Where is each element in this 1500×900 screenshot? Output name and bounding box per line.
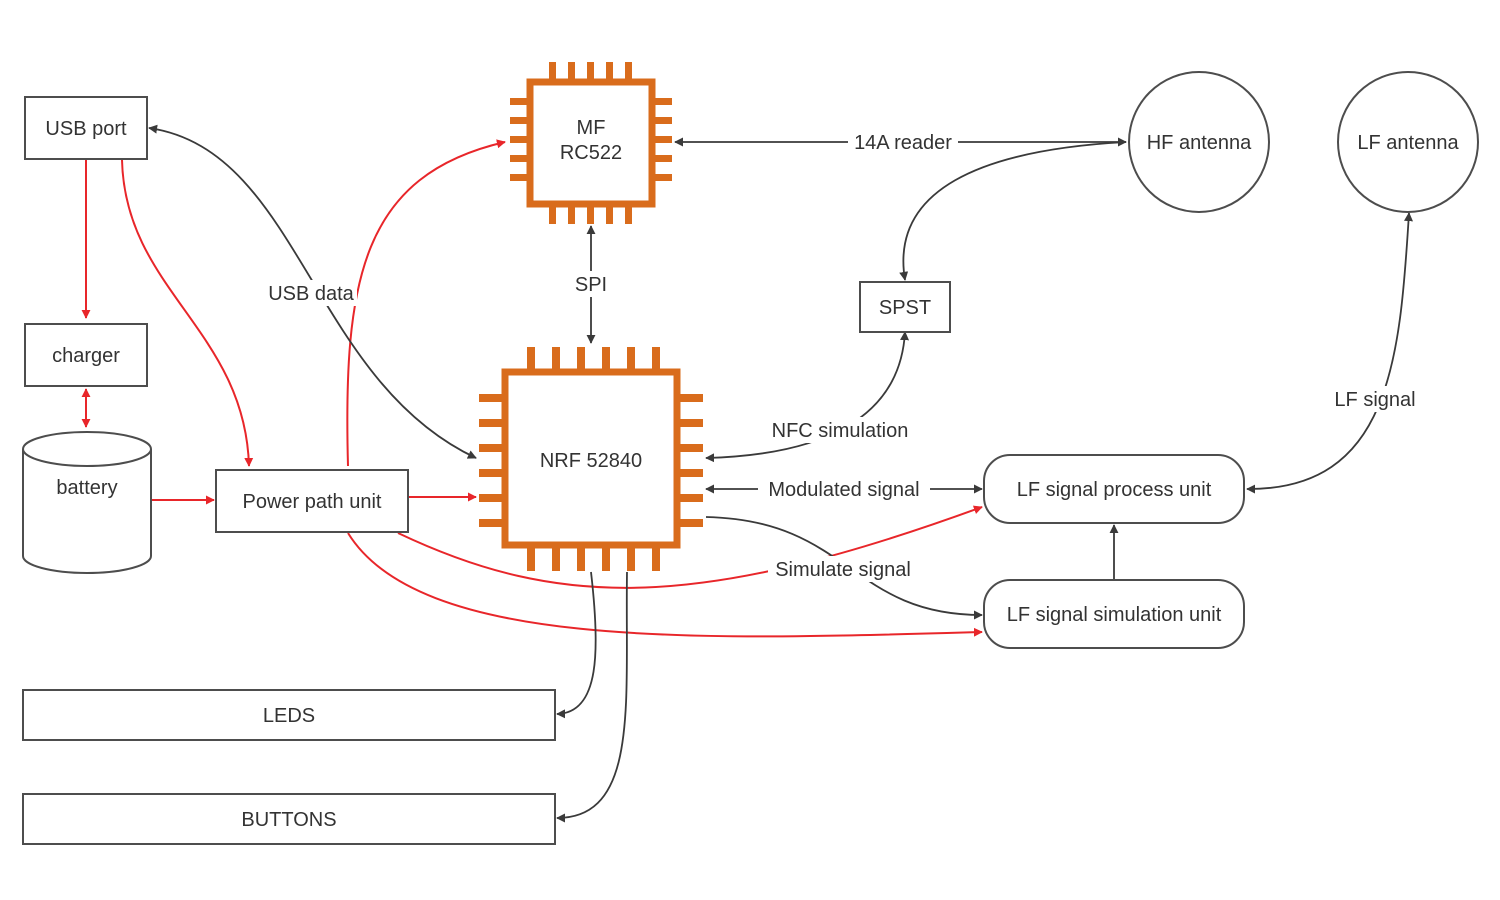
buttons-label: BUTTONS — [241, 809, 336, 831]
spst-label: SPST — [879, 297, 931, 319]
lf-antenna-label: LF antenna — [1357, 132, 1459, 154]
lf-signal-simulation-unit-node: LF signal simulation unit — [983, 579, 1245, 649]
usb-port-node: USB port — [24, 96, 148, 160]
mf-rc522-pins — [510, 62, 672, 224]
buttons-node: BUTTONS — [22, 793, 556, 845]
mf-rc522-chip: MF RC522 — [510, 62, 672, 224]
lf-signal-simulation-unit-label: LF signal simulation unit — [1007, 604, 1222, 626]
battery-node: battery — [22, 431, 152, 574]
hf-antenna-node: HF antenna — [1128, 71, 1270, 213]
nrf-52840-pins — [479, 347, 703, 571]
edge-power-path-to-lf-process — [397, 505, 983, 589]
label-spi: SPI — [575, 274, 607, 296]
spst-node: SPST — [859, 281, 951, 333]
edge-usb-to-power-path — [121, 159, 254, 467]
power-path-unit-label: Power path unit — [243, 491, 382, 513]
label-14a-reader: 14A reader — [854, 132, 952, 154]
edge-hf-to-spst — [899, 141, 1127, 281]
mf-rc522-label-line1: MF — [577, 117, 606, 139]
leds-node: LEDS — [22, 689, 556, 741]
edge-nrf-to-buttons — [556, 571, 628, 823]
power-path-unit-node: Power path unit — [215, 469, 409, 533]
usb-port-label: USB port — [45, 118, 127, 140]
nrf-52840-label: NRF 52840 — [540, 450, 642, 472]
label-usb-data: USB data — [268, 283, 354, 305]
battery-label: battery — [56, 477, 117, 499]
leds-label: LEDS — [263, 705, 315, 727]
mf-rc522-label-line2: RC522 — [560, 142, 622, 164]
charger-node: charger — [24, 323, 148, 387]
edge-power-path-to-rc522 — [346, 139, 506, 467]
lf-antenna-node: LF antenna — [1337, 71, 1479, 213]
lf-signal-process-unit-label: LF signal process unit — [1017, 479, 1212, 501]
nrf-52840-chip: NRF 52840 — [479, 347, 703, 571]
edge-usb-data — [148, 124, 477, 459]
edge-nrf-to-leds — [556, 571, 597, 719]
edge-lf-signal — [1246, 212, 1413, 494]
edge-power-path-to-lf-simulation — [347, 532, 983, 638]
edge-labels: USB data SPI 14A reader NFC simulation M… — [265, 130, 1420, 582]
hf-antenna-label: HF antenna — [1147, 132, 1252, 154]
lf-signal-process-unit-node: LF signal process unit — [983, 454, 1245, 524]
label-modulated-signal: Modulated signal — [768, 479, 919, 501]
label-nfc-simulation: NFC simulation — [772, 420, 909, 442]
label-lf-signal: LF signal — [1334, 389, 1415, 411]
charger-label: charger — [52, 345, 120, 367]
label-simulate-signal: Simulate signal — [775, 559, 911, 581]
